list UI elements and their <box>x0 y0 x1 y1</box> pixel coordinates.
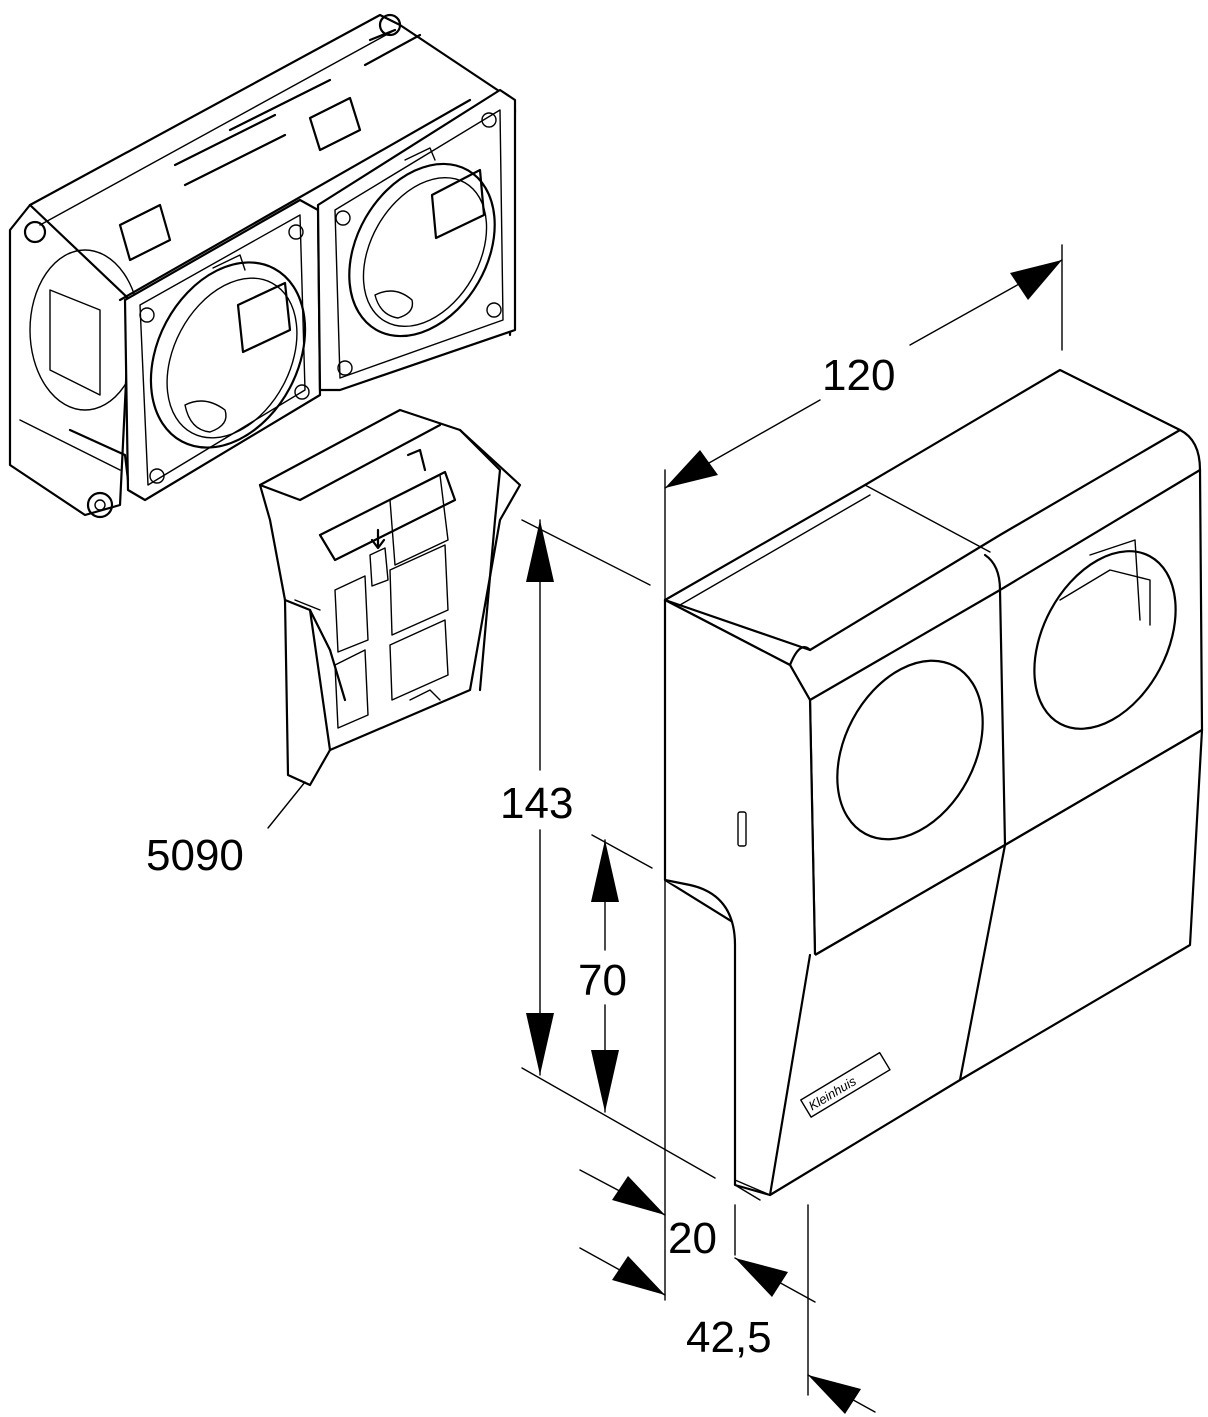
double-socket-insert <box>8 13 517 519</box>
dim-height-143: 143 <box>500 519 716 1179</box>
dim-height-70: 70 <box>578 834 653 1113</box>
dim-width-text: 120 <box>822 351 895 400</box>
dim-depth-20: 20 <box>579 1169 816 1303</box>
part-number-label: 5090 <box>146 831 244 880</box>
dim-depth-front-text: 20 <box>668 1214 717 1263</box>
dim-height-total-text: 143 <box>500 779 573 828</box>
socket-housing: Kleinhuis <box>663 368 1204 1201</box>
part-leader-line <box>267 781 306 829</box>
dim-height-lower-text: 70 <box>578 956 627 1005</box>
dim-width-120: 120 <box>664 244 1063 1301</box>
mounting-frame-5090 <box>258 408 522 787</box>
dim-depth-42-5: 42,5 <box>579 1204 876 1414</box>
dim-depth-total-text: 42,5 <box>686 1313 772 1362</box>
